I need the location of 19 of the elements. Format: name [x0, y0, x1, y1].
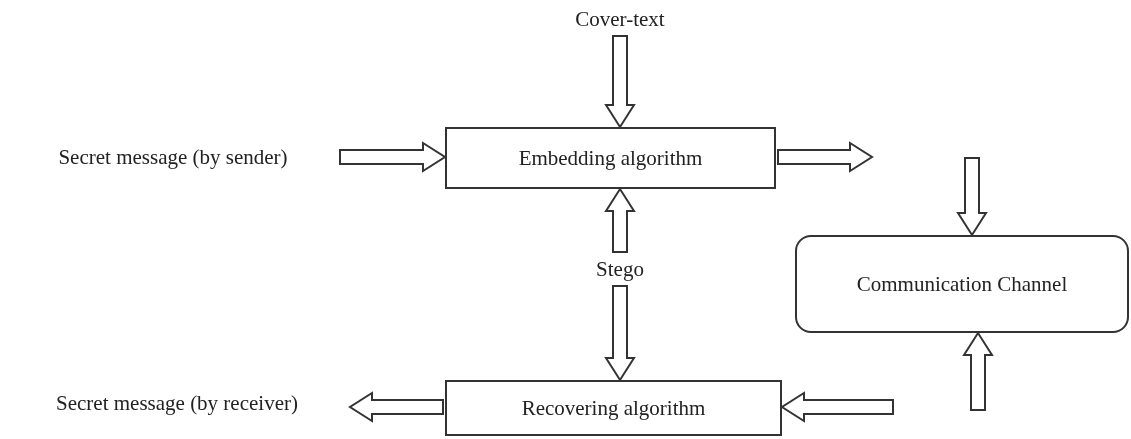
process-box	[445, 380, 782, 436]
box-label: Recovering algorithm	[521, 394, 706, 422]
box-label: Communication Channel	[856, 270, 1068, 298]
block-arrow	[348, 391, 444, 423]
process-box	[445, 127, 776, 189]
block-arrow	[962, 331, 994, 411]
text-label: Stego	[580, 254, 660, 284]
box-label: Embedding algorithm	[518, 144, 703, 172]
block-arrow	[339, 141, 447, 173]
block-arrow	[604, 35, 636, 129]
block-arrow	[604, 187, 636, 253]
block-arrow	[777, 141, 874, 173]
block-arrow	[780, 391, 894, 423]
text-label: Cover-text	[540, 4, 700, 34]
block-arrow	[956, 157, 988, 237]
text-label: Secret message (by receiver)	[4, 388, 350, 418]
block-arrow	[604, 285, 636, 382]
text-label: Secret message (by sender)	[8, 142, 338, 172]
channel-box	[795, 235, 1129, 333]
